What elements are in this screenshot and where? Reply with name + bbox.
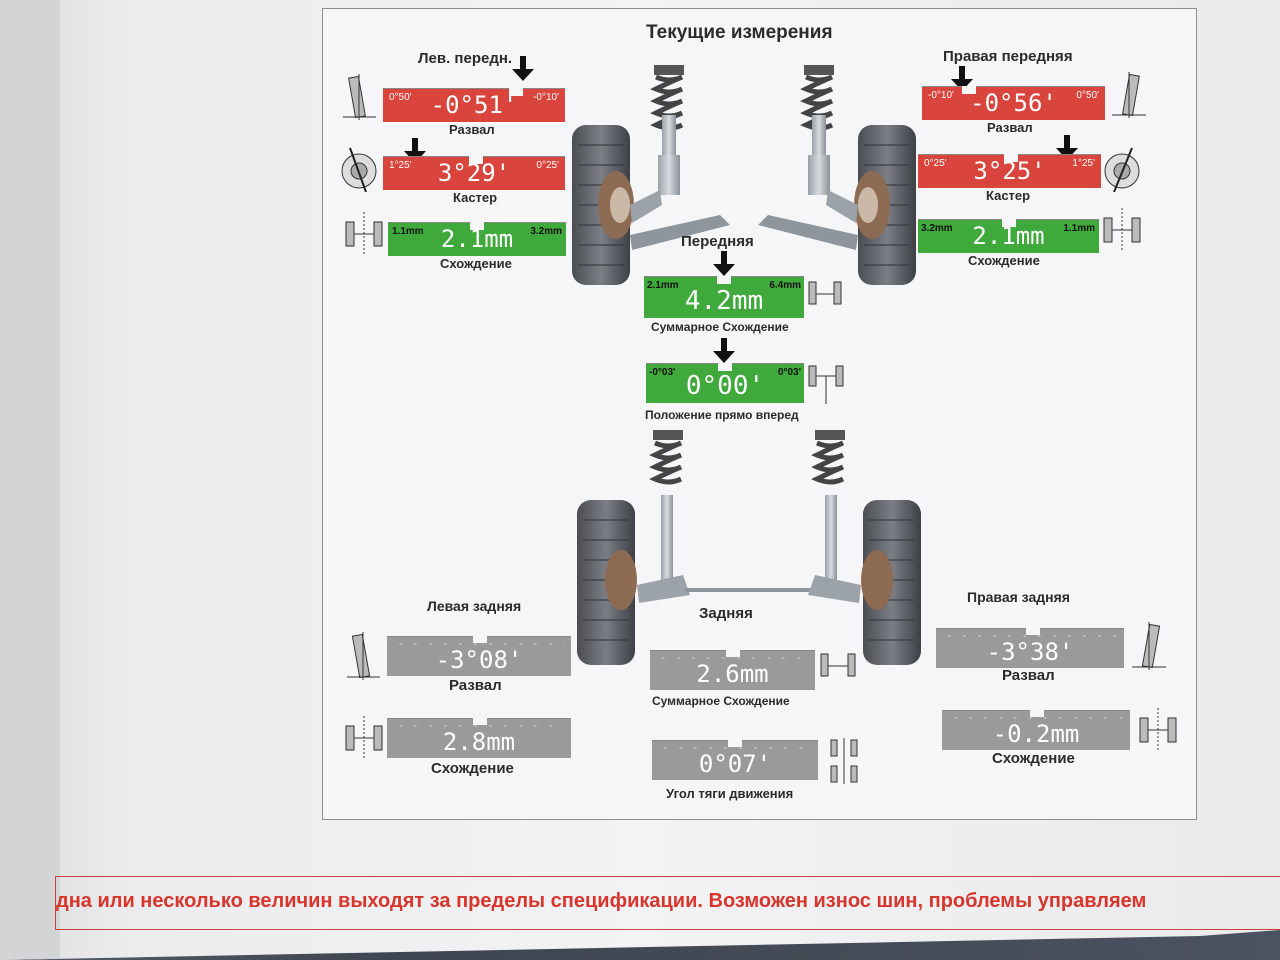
camber-icon [1132, 622, 1166, 670]
caster-icon [1104, 147, 1140, 192]
gauge-caption: Схождение [992, 750, 1075, 767]
caster-icon [341, 147, 377, 192]
front-left-caster-gauge: 1°25' 0°25' 3°29' [383, 156, 565, 190]
measured-value: 3°29' [437, 159, 511, 187]
range-max: -0°10' [533, 92, 559, 103]
toe-icon [345, 212, 383, 256]
toe-icon [808, 281, 842, 305]
front-right-caster-gauge: 0°25' 1°25' 3°25' [918, 154, 1101, 188]
gauge-caption: Развал [449, 677, 502, 694]
front-right-toe-gauge: 3.2mm 1.1mm 2.1mm [918, 219, 1099, 253]
front-total-toe-gauge: 2.1mm 6.4mm 4.2mm [644, 276, 804, 318]
front-left-camber-gauge: 0°50' -0°10' -0°51' [383, 88, 565, 122]
toe-icon [345, 716, 383, 760]
thrust-angle-gauge: 0°07' [652, 740, 818, 780]
rear-right-camber-gauge: -3°38' [936, 628, 1124, 668]
camber-icon [347, 632, 380, 680]
range-min: 1.1mm [392, 226, 424, 237]
rear-right-toe-gauge: -0.2mm [942, 710, 1130, 750]
range-max: 0°25' [536, 160, 559, 171]
range-min: 1°25' [389, 160, 412, 171]
range-min: -0°10' [928, 90, 954, 101]
rear-left-heading: Левая задняя [427, 598, 522, 614]
gauge-caption: Схождение [431, 760, 514, 777]
measured-value: 0°00' [685, 371, 765, 401]
range-min: 0°50' [389, 92, 412, 103]
thrust-icon [830, 738, 858, 784]
gauge-caption: Угол тяги движения [666, 786, 794, 801]
range-min: 3.2mm [921, 223, 953, 234]
front-axle-label: Передняя [681, 233, 754, 250]
gauge-caption: Схождение [968, 253, 1040, 268]
gauge-caption: Кастер [453, 190, 498, 205]
straight-ahead-gauge: -0°03' 0°03' 0°00' [646, 363, 804, 403]
range-max: 3.2mm [530, 226, 562, 237]
measured-value: -0°56' [970, 89, 1057, 117]
range-min: 0°25' [924, 158, 947, 169]
gauge-caption: Развал [987, 120, 1033, 135]
measured-value: 2.1mm [440, 225, 514, 253]
measured-value: 0°07' [698, 750, 772, 778]
out-of-spec-warning: дна или несколько величин выходят за пре… [55, 876, 1280, 930]
gauge-caption: Положение прямо вперед [645, 408, 799, 422]
gauge-caption: Схождение [440, 256, 512, 271]
toe-icon [1103, 208, 1141, 252]
camber-icon [343, 74, 376, 120]
page-edge [0, 0, 60, 960]
rear-left-camber-gauge: -3°08' [387, 636, 571, 676]
rear-right-heading: Правая задняя [967, 589, 1070, 605]
measured-value: 2.6mm [696, 660, 769, 688]
front-left-heading: Лев. передн. [418, 50, 513, 67]
rear-suspension-illustration [577, 430, 921, 665]
warning-text: дна или несколько величин выходят за пре… [56, 890, 1147, 912]
front-right-heading: Правая передняя [943, 48, 1073, 65]
range-max: 1°25' [1072, 158, 1095, 169]
front-left-toe-gauge: 1.1mm 3.2mm 2.1mm [388, 222, 566, 256]
measured-value: -0°51' [430, 91, 518, 119]
gauge-caption: Развал [449, 122, 495, 137]
gauge-caption: Развал [1002, 667, 1055, 684]
camber-icon [1112, 72, 1146, 118]
gauge-caption: Суммарное Схождение [651, 320, 789, 334]
front-right-camber-gauge: -0°10' 0°50' -0°56' [922, 86, 1105, 120]
range-max: 0°50' [1076, 90, 1099, 101]
range-max: 0°03' [777, 367, 801, 378]
gauge-caption: Суммарное Схождение [652, 694, 790, 708]
front-suspension-illustration [572, 65, 916, 285]
measured-value: 3°25' [973, 157, 1046, 185]
rear-left-toe-gauge: 2.8mm [387, 718, 571, 758]
measured-value: 2.8mm [442, 728, 516, 756]
gauge-caption: Кастер [986, 188, 1031, 203]
rear-total-toe-gauge: 2.6mm [650, 650, 815, 690]
range-max: 6.4mm [769, 280, 801, 291]
measured-value: -0.2mm [992, 720, 1080, 748]
measured-value: 2.1mm [972, 222, 1045, 250]
range-min: -0°03' [649, 367, 676, 378]
measured-value: 4.2mm [684, 286, 764, 316]
measured-value: -3°08' [435, 646, 523, 674]
toe-icon [1139, 708, 1177, 752]
rear-axle-label: Задняя [699, 605, 753, 622]
range-min: 2.1mm [647, 280, 679, 291]
page-title: Текущие измерения [646, 22, 833, 43]
toe-icon [820, 653, 856, 677]
thrust-icon [808, 365, 844, 404]
measured-value: -3°38' [986, 638, 1074, 666]
range-max: 1.1mm [1063, 223, 1095, 234]
